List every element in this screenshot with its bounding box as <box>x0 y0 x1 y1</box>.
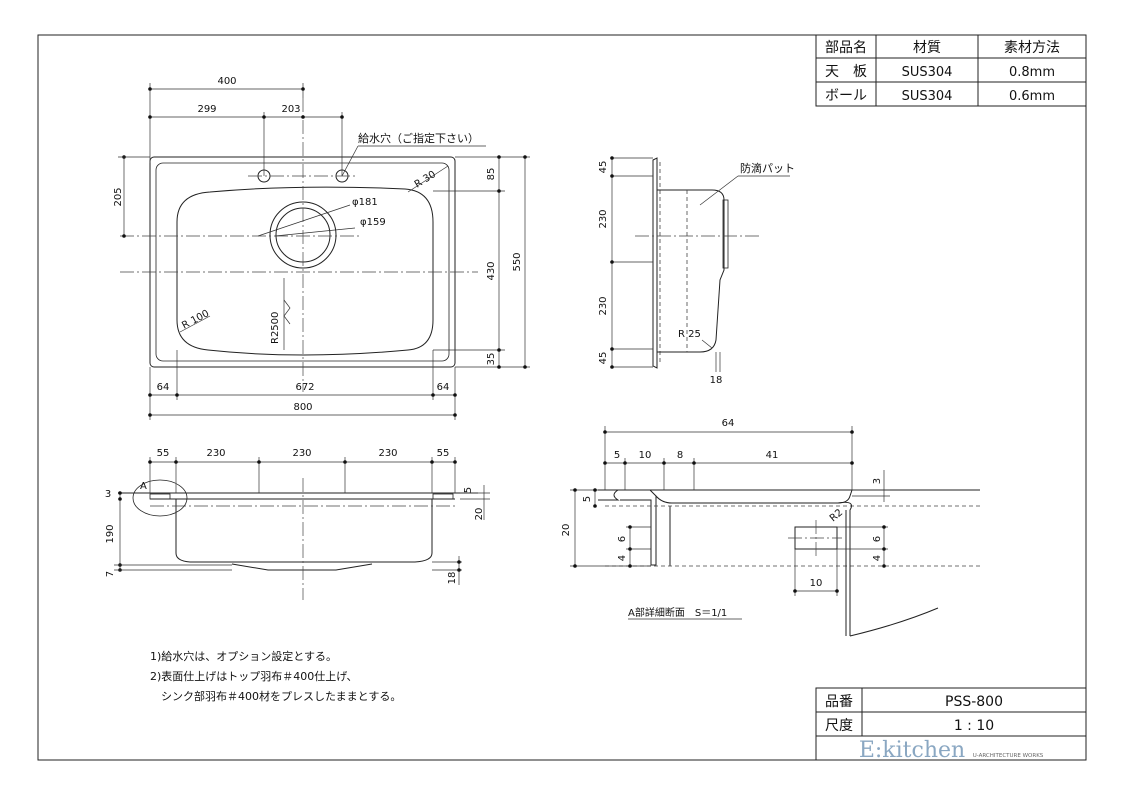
note-3: シンク部羽布＃400材をプレスしたままとする。 <box>150 689 401 703</box>
drain-outer <box>269 201 337 269</box>
detail-dim-5a: 5 <box>614 450 620 461</box>
side-pad-label: 防滴パット <box>740 161 795 175</box>
info-block: 品番 PSS-800 尺度 1 : 10 E:kitchen U-ARCHITE… <box>815 687 1087 763</box>
row-top-thickness: 0.8mm <box>1009 65 1055 80</box>
detail-dim-8: 8 <box>677 450 683 461</box>
notes: 1)給水穴は、オプション設定とする。 2)表面仕上げはトップ羽布＃400仕上げ、… <box>150 649 401 703</box>
plan-view: 400 299 203 給水穴（ご指定下さい） 205 85 430 550 3… <box>113 76 530 420</box>
side-dim-230-a: 230 <box>598 209 609 228</box>
front-dim-230-1: 230 <box>206 448 225 459</box>
side-r25: R 25 <box>678 329 701 340</box>
material-header-thickness: 素材方法 <box>1004 40 1060 56</box>
front-dim-190: 190 <box>105 524 116 543</box>
note-1: 1)給水穴は、オプション設定とする。 <box>150 649 337 663</box>
detail-dim-10b: 10 <box>810 578 823 589</box>
logo-main: E:kitchen <box>859 738 965 763</box>
front-dim-230-2: 230 <box>292 448 311 459</box>
detail-dim-6-right: 6 <box>872 536 883 542</box>
detail-dim-20: 20 <box>561 524 572 537</box>
plan-r2500: R2500 <box>270 312 281 344</box>
plan-dim-203: 203 <box>281 104 300 115</box>
plan-dim-672: 672 <box>295 382 314 393</box>
row-bowl-material: SUS304 <box>902 89 953 104</box>
material-header-material: 材質 <box>913 40 941 56</box>
plan-dim-64-right: 64 <box>437 382 450 393</box>
front-dim-3: 3 <box>105 489 111 500</box>
detail-a: 64 5 10 8 41 5 20 3 6 4 R2 6 4 <box>561 418 980 637</box>
row-bowl-part: ボール <box>825 88 867 104</box>
row-bowl-thickness: 0.6mm <box>1009 89 1055 104</box>
side-dim-230-b: 230 <box>598 296 609 315</box>
front-dim-55-left: 55 <box>157 448 170 459</box>
front-view: A 55 230 230 230 55 3 190 7 5 20 18 <box>105 448 490 600</box>
logo-sub: U-ARCHITECTURE WORKS <box>973 753 1044 759</box>
water-hole-label: 給水穴（ご指定下さい） <box>358 131 479 145</box>
detail-dim-4-left: 4 <box>617 555 628 561</box>
plan-dim-800: 800 <box>293 402 312 413</box>
detail-caption: A部詳細断面 S＝1/1 <box>628 606 727 619</box>
detail-dim-5b: 5 <box>582 496 593 502</box>
front-dim-230-3: 230 <box>378 448 397 459</box>
plan-dim-35: 35 <box>486 353 497 366</box>
plan-r30: R 30 <box>413 169 438 190</box>
detail-r2: R2 <box>828 507 845 524</box>
detail-dim-3: 3 <box>872 478 883 484</box>
side-dim-45-bottom: 45 <box>598 352 609 365</box>
sheet-border <box>37 34 1087 761</box>
plan-dim-85: 85 <box>486 168 497 181</box>
plan-dim-64-left: 64 <box>157 382 170 393</box>
detail-dim-4-right: 4 <box>872 555 883 561</box>
front-dim-20: 20 <box>474 508 485 521</box>
material-header-part: 部品名 <box>825 40 867 56</box>
plan-dim-550: 550 <box>512 252 523 271</box>
part-no-label: 品番 <box>825 694 853 710</box>
note-2: 2)表面仕上げはトップ羽布＃400仕上げ、 <box>150 669 358 683</box>
front-label-a: A <box>140 481 147 492</box>
plan-phi181: φ181 <box>352 197 378 208</box>
front-dim-18: 18 <box>447 572 458 585</box>
front-dim-5: 5 <box>463 487 474 493</box>
material-table: 部品名 材質 素材方法 天 板 SUS304 0.8mm ボール SUS304 … <box>815 34 1087 107</box>
scale-value: 1 : 10 <box>954 718 994 734</box>
front-dim-7: 7 <box>105 571 116 577</box>
row-top-part: 天 板 <box>825 64 867 80</box>
scale-label: 尺度 <box>825 718 853 734</box>
plan-dim-205: 205 <box>113 187 124 206</box>
plan-dim-400: 400 <box>217 76 236 87</box>
detail-dim-41: 41 <box>766 450 779 461</box>
detail-dim-64: 64 <box>722 418 735 429</box>
side-dim-18: 18 <box>710 375 723 386</box>
row-top-material: SUS304 <box>902 65 953 80</box>
plan-dim-299: 299 <box>197 104 216 115</box>
plan-r100: R 100 <box>180 308 211 331</box>
detail-dim-10a: 10 <box>639 450 652 461</box>
part-no-value: PSS-800 <box>945 694 1003 710</box>
plan-dim-430: 430 <box>486 261 497 280</box>
front-dim-55-right: 55 <box>437 448 450 459</box>
side-view: 45 230 230 45 防滴パット R 25 18 <box>598 156 795 386</box>
side-dim-45-top: 45 <box>598 161 609 174</box>
bowl-outline <box>176 186 434 356</box>
detail-dim-6-left: 6 <box>617 536 628 542</box>
plan-phi159: φ159 <box>360 217 386 228</box>
